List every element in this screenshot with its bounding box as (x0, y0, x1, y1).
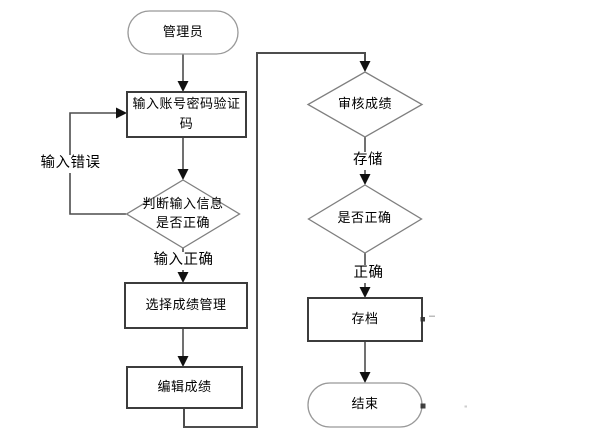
edge-edit-to-review (183, 52, 366, 428)
judge-decision-shape (125, 179, 241, 249)
end-node-label: 结束 (351, 397, 379, 413)
input-process-shape (126, 91, 247, 138)
arrowhead-review-to-verify (359, 174, 371, 185)
arrowhead-start-to-input (177, 81, 189, 92)
verify-decision-shape (307, 184, 423, 254)
arrowhead-verify-to-archive (359, 287, 371, 298)
arrowhead-error-loop (116, 107, 127, 119)
edit-node-label: 编辑成绩 (157, 379, 212, 395)
select-process-shape (124, 282, 248, 329)
scan-artifact (464, 405, 467, 408)
selection-handle-artifact (420, 403, 426, 409)
edge-label-input-error: 输入错误 (37, 155, 104, 173)
edge-label-store: 存储 (350, 152, 386, 170)
judge-node-label: 判断输入信息是否正确 (142, 196, 224, 232)
arrowhead-input-to-judge (177, 169, 189, 180)
start-node-label: 管理员 (162, 24, 204, 40)
arrowhead-edit-to-review (359, 61, 371, 72)
arrowhead-select-to-edit (177, 356, 189, 367)
edge-label-input-ok: 输入正确 (152, 252, 215, 270)
review-node-label: 审核成绩 (337, 96, 392, 112)
arrowhead-judge-to-select (177, 272, 189, 283)
edge-label-correct: 正确 (351, 265, 386, 283)
archive-node-label: 存档 (351, 311, 379, 327)
edit-process-shape (126, 366, 243, 409)
arrowhead-archive-to-end (359, 372, 371, 383)
input-node-label: 输入账号密码验证码 (132, 97, 241, 132)
select-node-label: 选择成绩管理 (145, 297, 227, 313)
start-terminator-shape (127, 10, 239, 55)
review-decision-shape (306, 71, 424, 138)
scan-artifact (429, 315, 435, 317)
verify-node-label: 是否正确 (337, 211, 392, 227)
selection-handle-artifact (420, 317, 425, 322)
